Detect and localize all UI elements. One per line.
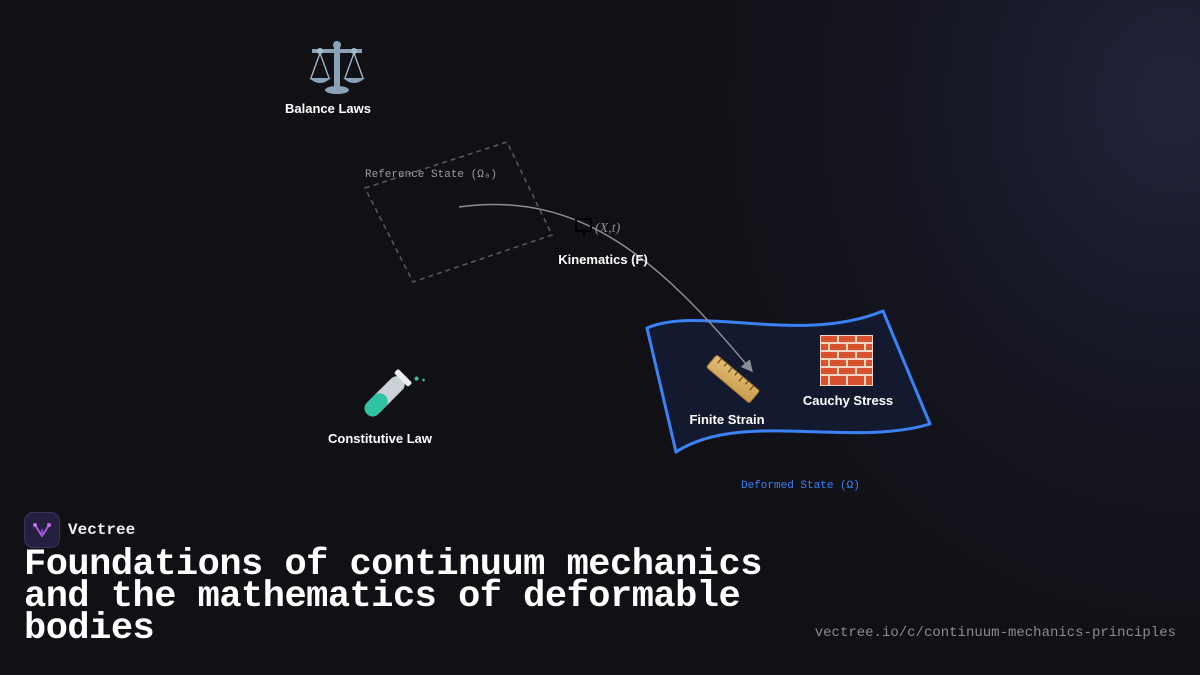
brand[interactable]: Vectree bbox=[24, 512, 135, 548]
constitutive-law-label: Constitutive Law bbox=[327, 431, 433, 446]
test-tube-icon bbox=[364, 369, 425, 417]
brand-name: Vectree bbox=[68, 521, 136, 539]
page-title: Foundations of continuum mechanics and t… bbox=[24, 544, 762, 650]
node-finite-strain: Finite Strain bbox=[689, 412, 764, 427]
reference-state-label: Reference State (Ω₀) bbox=[365, 169, 498, 181]
kinematics-math: (X,t) bbox=[595, 221, 621, 236]
ruler-icon bbox=[706, 355, 760, 403]
kinematics-label: Kinematics (F) bbox=[558, 252, 648, 267]
vectree-logo-icon bbox=[24, 512, 60, 548]
finite-strain-label: Finite Strain bbox=[689, 412, 765, 427]
deformed-state-shape bbox=[645, 309, 932, 454]
page-url[interactable]: vectree.io/c/continuum-mechanics-princip… bbox=[814, 625, 1176, 641]
balance-laws-label: Balance Laws bbox=[285, 101, 371, 116]
deformed-state-label: Deformed State (Ω) bbox=[741, 480, 860, 492]
balance-scale-icon bbox=[309, 41, 365, 94]
deformation-arrow bbox=[458, 203, 753, 373]
node-kinematics: Kinematics (F) bbox=[558, 252, 648, 267]
node-cauchy-stress: Cauchy Stress bbox=[803, 393, 893, 408]
cauchy-stress-label: Cauchy Stress bbox=[802, 393, 894, 408]
node-balance-laws: Balance Laws bbox=[285, 101, 371, 116]
node-constitutive-law: Constitutive Law bbox=[328, 431, 432, 446]
brick-wall-icon bbox=[820, 335, 873, 386]
reference-state-shape bbox=[363, 141, 554, 283]
mapping-icon bbox=[575, 218, 592, 237]
